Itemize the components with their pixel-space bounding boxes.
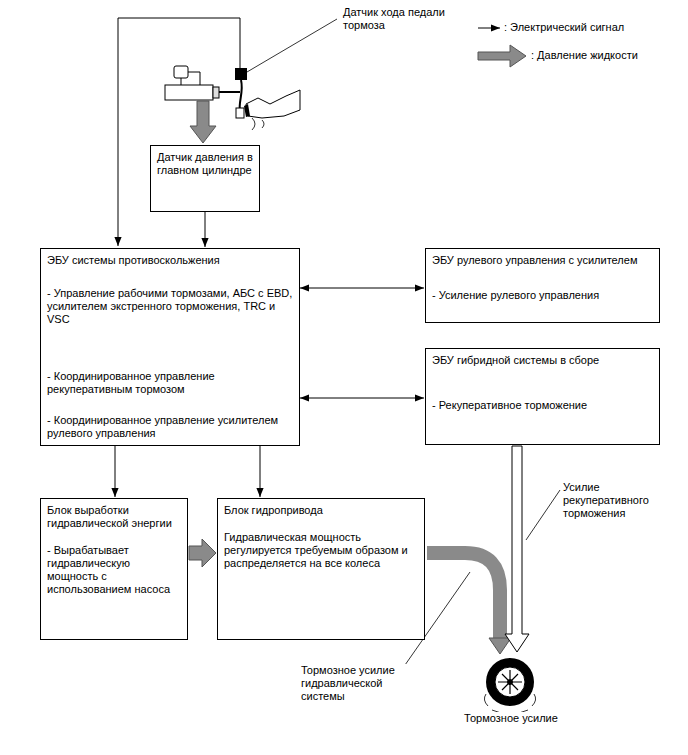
regenerative-force-arrow — [505, 446, 529, 652]
box-body: - Вырабатывает гидравлическую мощность с… — [47, 544, 181, 596]
legend-text: : Электрический сигнал — [504, 21, 624, 34]
callout-label: Усилие рекуперативного торможения — [562, 481, 684, 520]
pressure-arrow — [189, 539, 216, 567]
signal-connector — [260, 446, 261, 497]
leader-line — [247, 19, 337, 72]
process-box: Блок выработки гидравлической энергии - В… — [40, 498, 188, 640]
process-box: Блок гидроприводаГидравлическая мощность… — [217, 498, 425, 640]
callout-label: Тормозное усилие — [455, 712, 567, 725]
signal-connector — [205, 212, 206, 247]
box-body: - Усиление рулевого управления — [432, 289, 653, 302]
box-body: - Управление рабочими тормозами, АБС с E… — [47, 287, 293, 326]
box-heading: ЭБУ гибридной системы в сборе — [432, 354, 653, 367]
master-cylinder — [165, 66, 240, 100]
leader-line — [526, 490, 560, 540]
pedal-stroke-sensor — [235, 68, 247, 80]
box-body: Гидравлическая мощность регулируется тре… — [224, 531, 418, 570]
hydraulic-force-arrowhead — [489, 638, 511, 654]
wheel — [484, 658, 535, 714]
process-box: ЭБУ системы противоскольжения - Управлени… — [40, 248, 300, 446]
box-heading: Блок выработки гидравлической энергии — [47, 504, 181, 530]
box-heading: ЭБУ системы противоскольжения — [47, 254, 293, 267]
process-box: ЭБУ рулевого управления с усилителем - Ус… — [425, 248, 660, 323]
signal-connector — [115, 446, 116, 497]
pressure-arrow — [190, 101, 216, 143]
callout-label: Датчик хода педали тормоза — [342, 6, 474, 32]
driver-foot — [244, 90, 300, 118]
signal-connector — [300, 288, 424, 289]
legend-sample-line — [478, 28, 500, 29]
box-heading: Датчик давления в главном цилиндре — [157, 151, 253, 177]
process-box: ЭБУ гибридной системы в сборе - Рекуперат… — [425, 348, 660, 445]
box-heading: ЭБУ рулевого управления с усилителем — [432, 254, 653, 267]
box-heading: Блок гидропривода — [224, 504, 418, 517]
signal-connector — [300, 398, 424, 399]
box-body: - Рекуперативное торможение — [432, 399, 653, 412]
box-body: - Координированное управление усилителем… — [47, 414, 293, 440]
process-box: Датчик давления в главном цилиндре — [150, 145, 260, 212]
legend-sample-arrow — [478, 45, 526, 67]
hydraulic-force-arrow — [427, 553, 500, 640]
box-body: - Координированное управление рекуперати… — [47, 370, 293, 396]
legend-text: : Давление жидкости — [531, 49, 638, 62]
callout-label: Тормозное усилие гидравлической системы — [300, 664, 427, 703]
